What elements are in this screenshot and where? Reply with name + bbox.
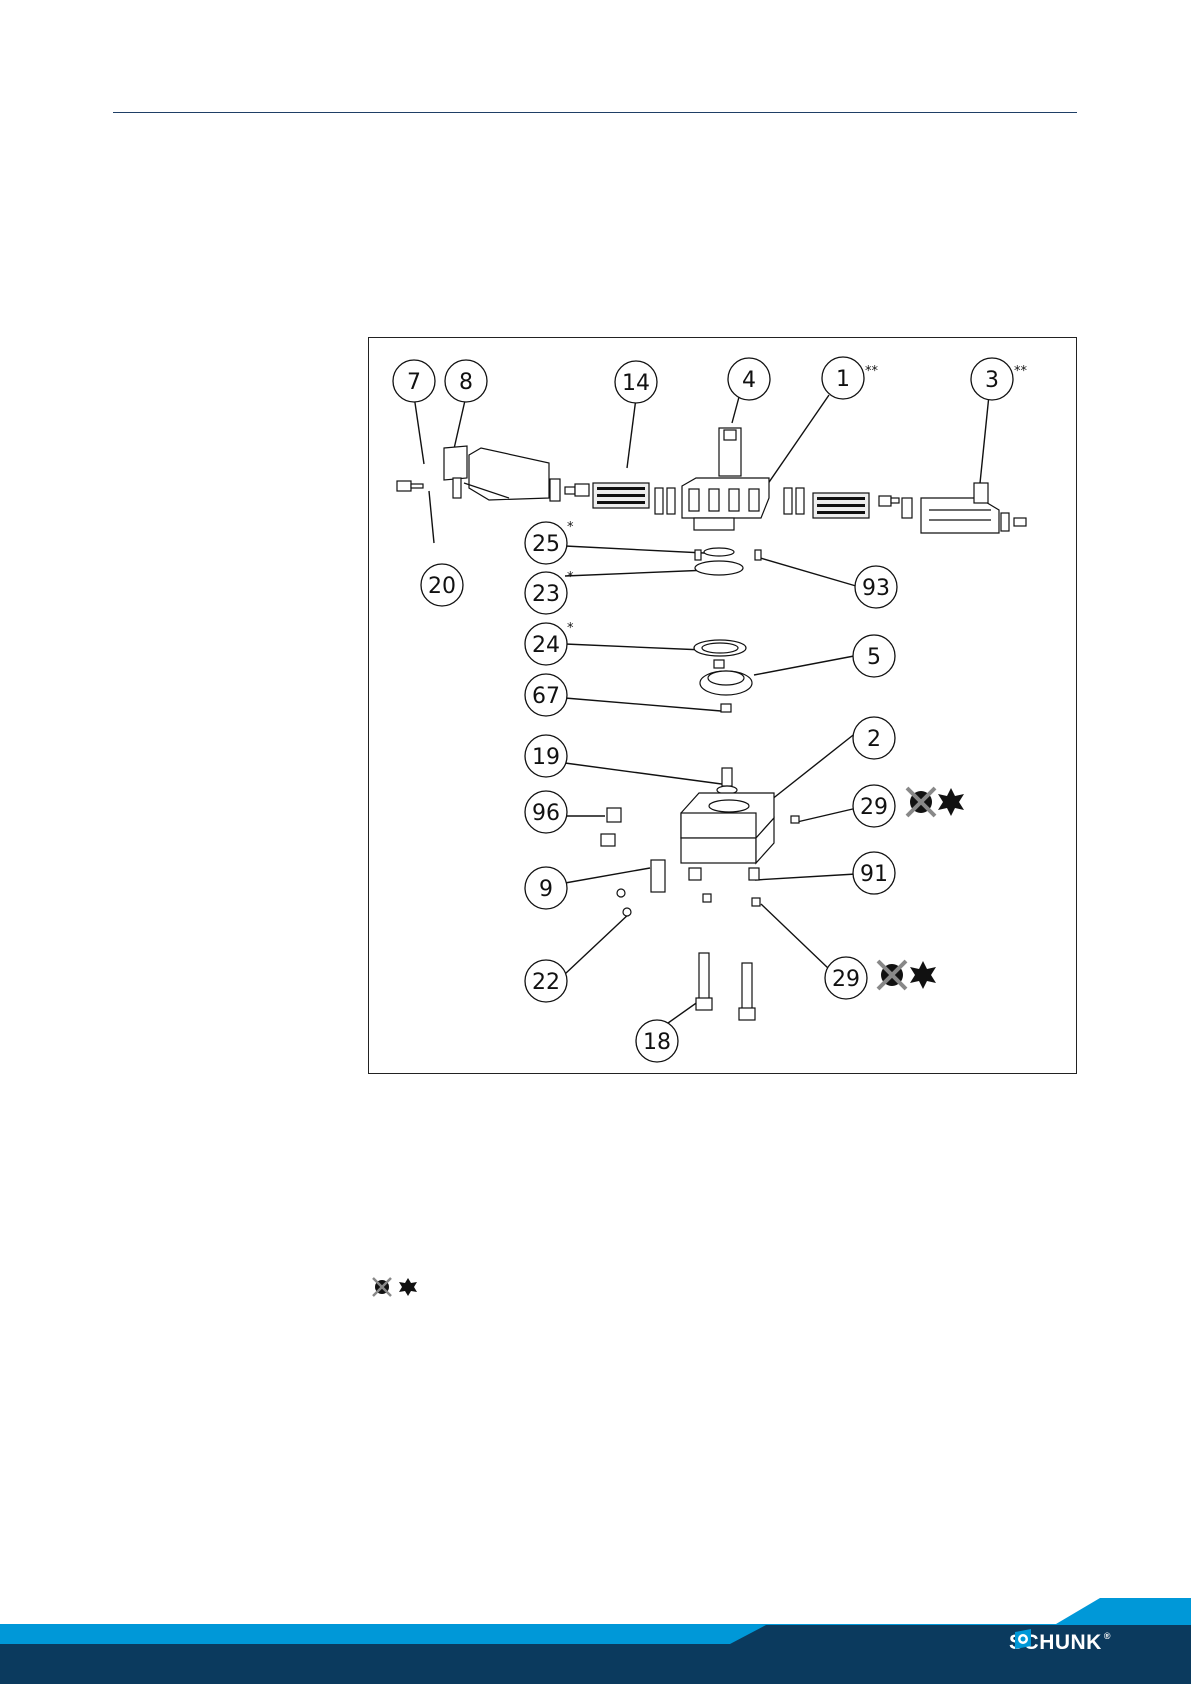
callout-93: 93 — [862, 576, 890, 601]
callout-18: 18 — [643, 1030, 671, 1055]
callout-2: 2 — [867, 727, 881, 752]
double-star-marker-1: ** — [865, 364, 879, 379]
star-marker-25: * — [567, 520, 574, 535]
parts-line-art — [397, 428, 1026, 1020]
callout-4: 4 — [742, 368, 756, 393]
exploded-view-drawing: 7 8 14 4 1 3 20 25 23 93 24 5 67 2 19 96… — [368, 337, 1077, 1074]
star-drive-icon — [938, 788, 964, 816]
callout-3: 3 — [985, 368, 999, 393]
callout-1: 1 — [836, 367, 850, 392]
star-marker-24: * — [567, 621, 574, 636]
callout-91: 91 — [860, 862, 888, 887]
callout-29-lower: 29 — [832, 967, 860, 992]
callout-25: 25 — [532, 532, 560, 557]
callout-7: 7 — [407, 370, 421, 395]
callout-24: 24 — [532, 633, 560, 658]
callout-22: 22 — [532, 970, 560, 995]
callout-8: 8 — [459, 370, 473, 395]
logo-mark-icon — [1012, 1628, 1034, 1650]
callout-19: 19 — [532, 745, 560, 770]
callout-14: 14 — [622, 371, 650, 396]
callout-96: 96 — [532, 801, 560, 826]
callout-9: 9 — [539, 877, 553, 902]
header-rule — [113, 112, 1077, 113]
callout-20: 20 — [428, 574, 456, 599]
star-drive-icon — [399, 1278, 417, 1296]
callout-5: 5 — [867, 645, 881, 670]
footer-band: SCHUNK ® — [0, 1588, 1191, 1684]
star-marker-23: * — [567, 570, 574, 585]
registered-mark: ® — [1104, 1631, 1111, 1641]
callout-29-upper: 29 — [860, 795, 888, 820]
tool-legend — [371, 1275, 421, 1299]
crossed-hex-key-icon — [373, 1278, 391, 1296]
callout-67: 67 — [532, 684, 560, 709]
exploded-view-svg: 7 8 14 4 1 3 20 25 23 93 24 5 67 2 19 96… — [369, 338, 1078, 1075]
schunk-logo: SCHUNK ® — [1009, 1628, 1111, 1658]
double-star-marker-3: ** — [1014, 364, 1028, 379]
star-drive-icon — [910, 961, 936, 989]
crossed-hex-key-icon — [878, 961, 906, 989]
crossed-hex-key-icon — [907, 788, 935, 816]
callout-23: 23 — [532, 582, 560, 607]
